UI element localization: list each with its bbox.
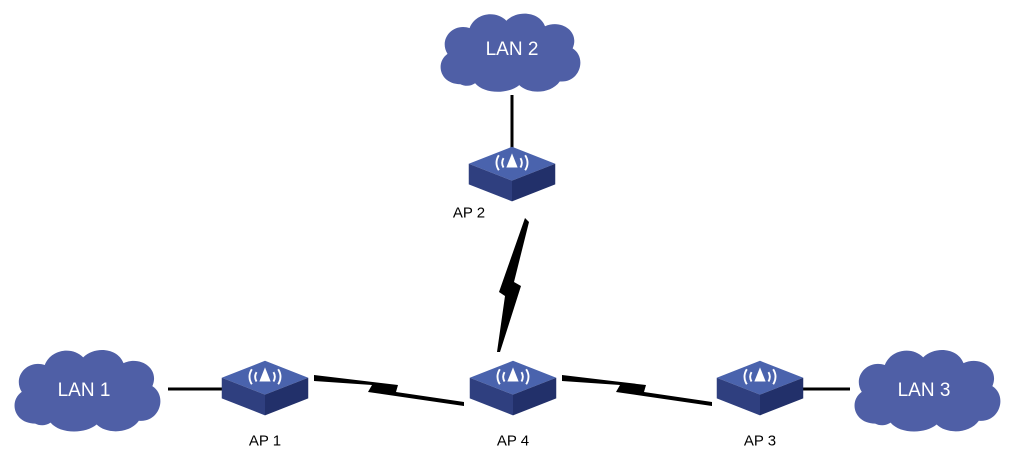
ap4-wireless-ap-icon — [468, 360, 558, 417]
lan2-label: LAN 2 — [485, 39, 539, 60]
ap3-wireless-ap-icon — [715, 360, 805, 417]
ap4-label: AP 4 — [496, 432, 530, 450]
lan3-label: LAN 3 — [897, 380, 951, 401]
ap2-wireless-ap-icon — [467, 146, 557, 203]
ap1-wireless-ap-icon — [220, 360, 310, 417]
ap1-label: AP 1 — [248, 432, 282, 450]
wireless-link-ap1-ap4 — [314, 375, 464, 406]
lan1-label: LAN 1 — [57, 380, 111, 401]
ap2-label: AP 2 — [452, 204, 486, 222]
wireless-link-ap2-ap4 — [497, 218, 529, 352]
ap3-label: AP 3 — [743, 432, 777, 450]
wireless-link-ap3-ap4 — [562, 375, 712, 406]
